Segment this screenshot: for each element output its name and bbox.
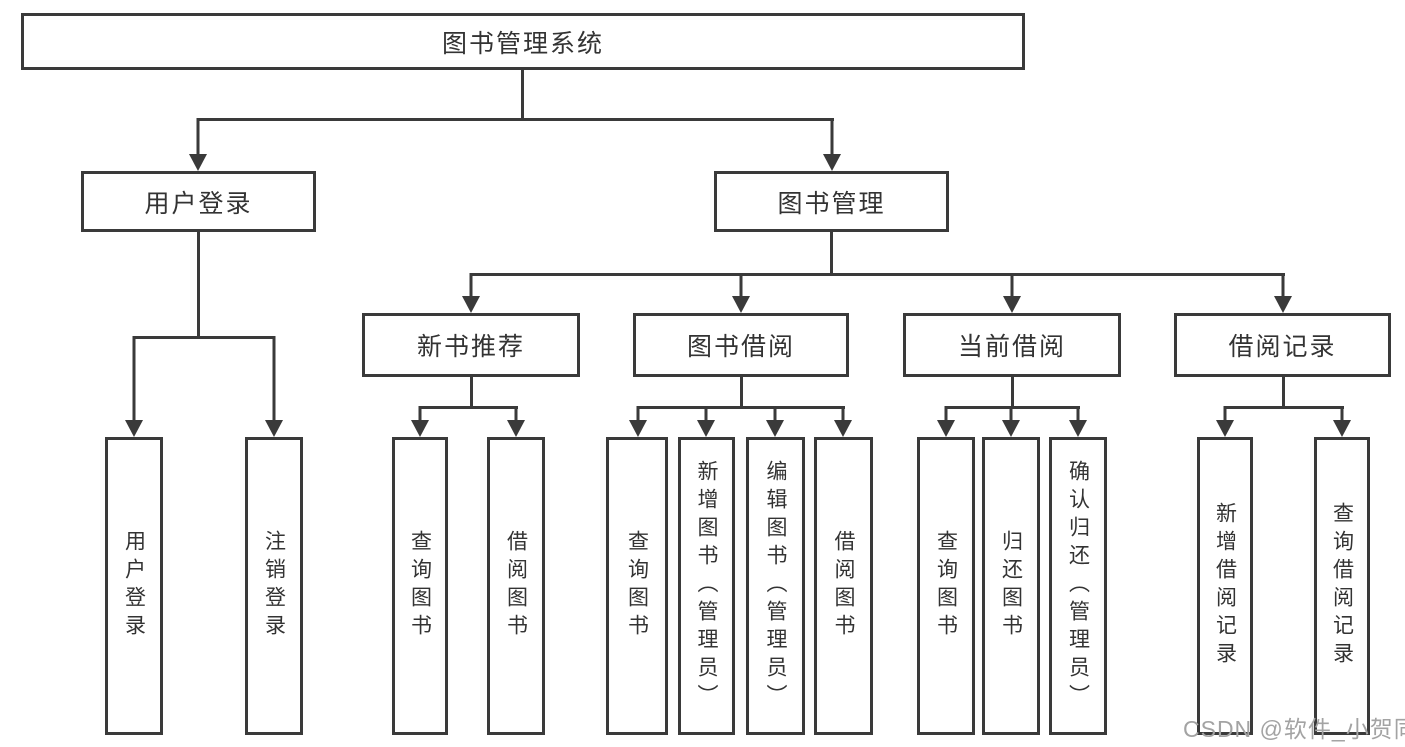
arrow-leaf xyxy=(1216,406,1234,437)
leaf-borrow-books-recommend: 借阅图书 xyxy=(487,437,545,735)
arrow-to-leaf-logout xyxy=(265,336,283,437)
leaf-query-books-current: 查询图书 xyxy=(917,437,975,735)
arrow-to-book-management xyxy=(823,118,841,171)
leaf-return-books: 归还图书 xyxy=(982,437,1040,735)
leaf-label: 新增图书（管理员） xyxy=(695,460,718,712)
leaf-label: 归还图书 xyxy=(999,530,1023,642)
connector-user-login-bus xyxy=(134,336,275,339)
connector-root-bus xyxy=(197,118,834,121)
node-label: 借阅记录 xyxy=(1228,333,1337,361)
arrow-to-new-book xyxy=(462,273,480,313)
leaf-label: 新增借阅记录 xyxy=(1213,502,1237,670)
node-current-borrow: 当前借阅 xyxy=(903,313,1121,377)
node-label: 图书管理系统 xyxy=(441,29,604,58)
connector-book-borrow-bus xyxy=(638,406,845,409)
leaf-label: 查询图书 xyxy=(934,530,958,642)
connector-new-book-stem xyxy=(470,377,473,409)
connector-book-management-bus xyxy=(471,273,1285,276)
arrow-leaf xyxy=(629,406,647,437)
leaf-label: 借阅图书 xyxy=(832,530,855,642)
node-label: 新书推荐 xyxy=(416,333,525,361)
connector-root-stem xyxy=(521,70,524,119)
leaf-logout: 注销登录 xyxy=(245,437,303,735)
leaf-label: 用户登录 xyxy=(122,530,146,642)
node-book-management: 图书管理 xyxy=(714,171,949,232)
arrow-leaf xyxy=(1333,406,1351,437)
arrow-leaf xyxy=(507,406,525,437)
leaf-label: 借阅图书 xyxy=(504,530,528,642)
leaf-query-books-recommend: 查询图书 xyxy=(392,437,448,735)
node-label: 图书管理 xyxy=(777,189,886,218)
connector-borrow-record-bus xyxy=(1225,406,1344,409)
arrow-to-borrow-record xyxy=(1274,273,1292,313)
connector-borrow-record-stem xyxy=(1282,377,1285,409)
leaf-user-login: 用户登录 xyxy=(105,437,163,735)
leaf-label: 查询图书 xyxy=(408,530,432,642)
leaf-label: 查询借阅记录 xyxy=(1330,502,1354,670)
leaf-borrow-books: 借阅图书 xyxy=(814,437,873,735)
arrow-leaf xyxy=(766,406,784,437)
arrow-to-current-borrow xyxy=(1003,273,1021,313)
leaf-label: 查询图书 xyxy=(625,530,649,642)
node-label: 图书借阅 xyxy=(686,333,795,361)
arrow-leaf xyxy=(697,406,715,437)
arrow-leaf xyxy=(1069,406,1087,437)
node-user-login: 用户登录 xyxy=(81,171,316,232)
leaf-confirm-return-admin: 确认归还（管理员） xyxy=(1049,437,1107,735)
leaf-query-borrow-record: 查询借阅记录 xyxy=(1314,437,1370,735)
arrow-to-book-borrow xyxy=(732,273,750,313)
node-book-borrow: 图书借阅 xyxy=(633,313,849,377)
leaf-query-books-borrow: 查询图书 xyxy=(606,437,668,735)
node-new-book-recommend: 新书推荐 xyxy=(362,313,580,377)
connector-book-borrow-stem xyxy=(740,377,743,409)
arrow-leaf xyxy=(834,406,852,437)
connector-new-book-bus xyxy=(420,406,518,409)
arrow-to-leaf-user-login xyxy=(125,336,143,437)
leaf-label: 注销登录 xyxy=(262,530,286,642)
leaf-label: 确认归还（管理员） xyxy=(1066,460,1090,712)
node-label: 用户登录 xyxy=(144,189,253,218)
connector-book-management-stem xyxy=(830,232,833,276)
arrow-leaf xyxy=(937,406,955,437)
connector-user-login-stem xyxy=(197,232,200,339)
node-library-management-system: 图书管理系统 xyxy=(21,13,1025,70)
arrow-to-user-login xyxy=(189,118,207,171)
leaf-add-books-admin: 新增图书（管理员） xyxy=(678,437,735,735)
csdn-watermark: CSDN @软件_小贺同学 xyxy=(1183,716,1405,742)
leaf-label: 编辑图书（管理员） xyxy=(764,460,787,712)
leaf-add-borrow-record: 新增借阅记录 xyxy=(1197,437,1253,735)
connector-current-borrow-stem xyxy=(1011,377,1014,409)
node-borrow-record: 借阅记录 xyxy=(1174,313,1391,377)
arrow-leaf xyxy=(1002,406,1020,437)
arrow-leaf xyxy=(411,406,429,437)
leaf-edit-books-admin: 编辑图书（管理员） xyxy=(746,437,805,735)
node-label: 当前借阅 xyxy=(957,333,1066,361)
